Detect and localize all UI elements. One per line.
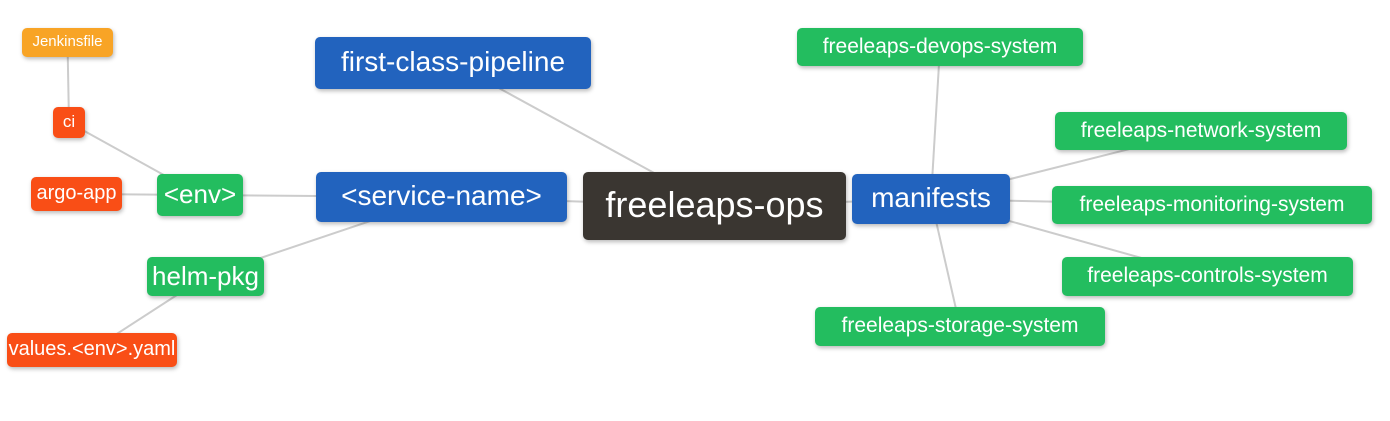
node-env[interactable]: <env>	[157, 174, 243, 216]
node-freeleaps-ops[interactable]: freeleaps-ops	[583, 172, 846, 240]
node-freeleaps-controls-system[interactable]: freeleaps-controls-system	[1062, 257, 1353, 296]
node-service-name[interactable]: <service-name>	[316, 172, 567, 222]
node-freeleaps-network-system[interactable]: freeleaps-network-system	[1055, 112, 1347, 150]
node-values-env-yaml[interactable]: values.<env>.yaml	[7, 333, 177, 367]
node-freeleaps-devops-system[interactable]: freeleaps-devops-system	[797, 28, 1083, 66]
node-ci[interactable]: ci	[53, 107, 85, 138]
node-manifests[interactable]: manifests	[852, 174, 1010, 224]
node-freeleaps-storage-system[interactable]: freeleaps-storage-system	[815, 307, 1105, 346]
node-first-class-pipeline[interactable]: first-class-pipeline	[315, 37, 591, 89]
node-freeleaps-monitoring-system[interactable]: freeleaps-monitoring-system	[1052, 186, 1372, 224]
node-helm-pkg[interactable]: helm-pkg	[147, 257, 264, 296]
edge-manifests--freeleaps-devops-system	[930, 46, 941, 200]
node-jenkinsfile[interactable]: Jenkinsfile	[22, 28, 113, 57]
node-argo-app[interactable]: argo-app	[31, 177, 122, 211]
